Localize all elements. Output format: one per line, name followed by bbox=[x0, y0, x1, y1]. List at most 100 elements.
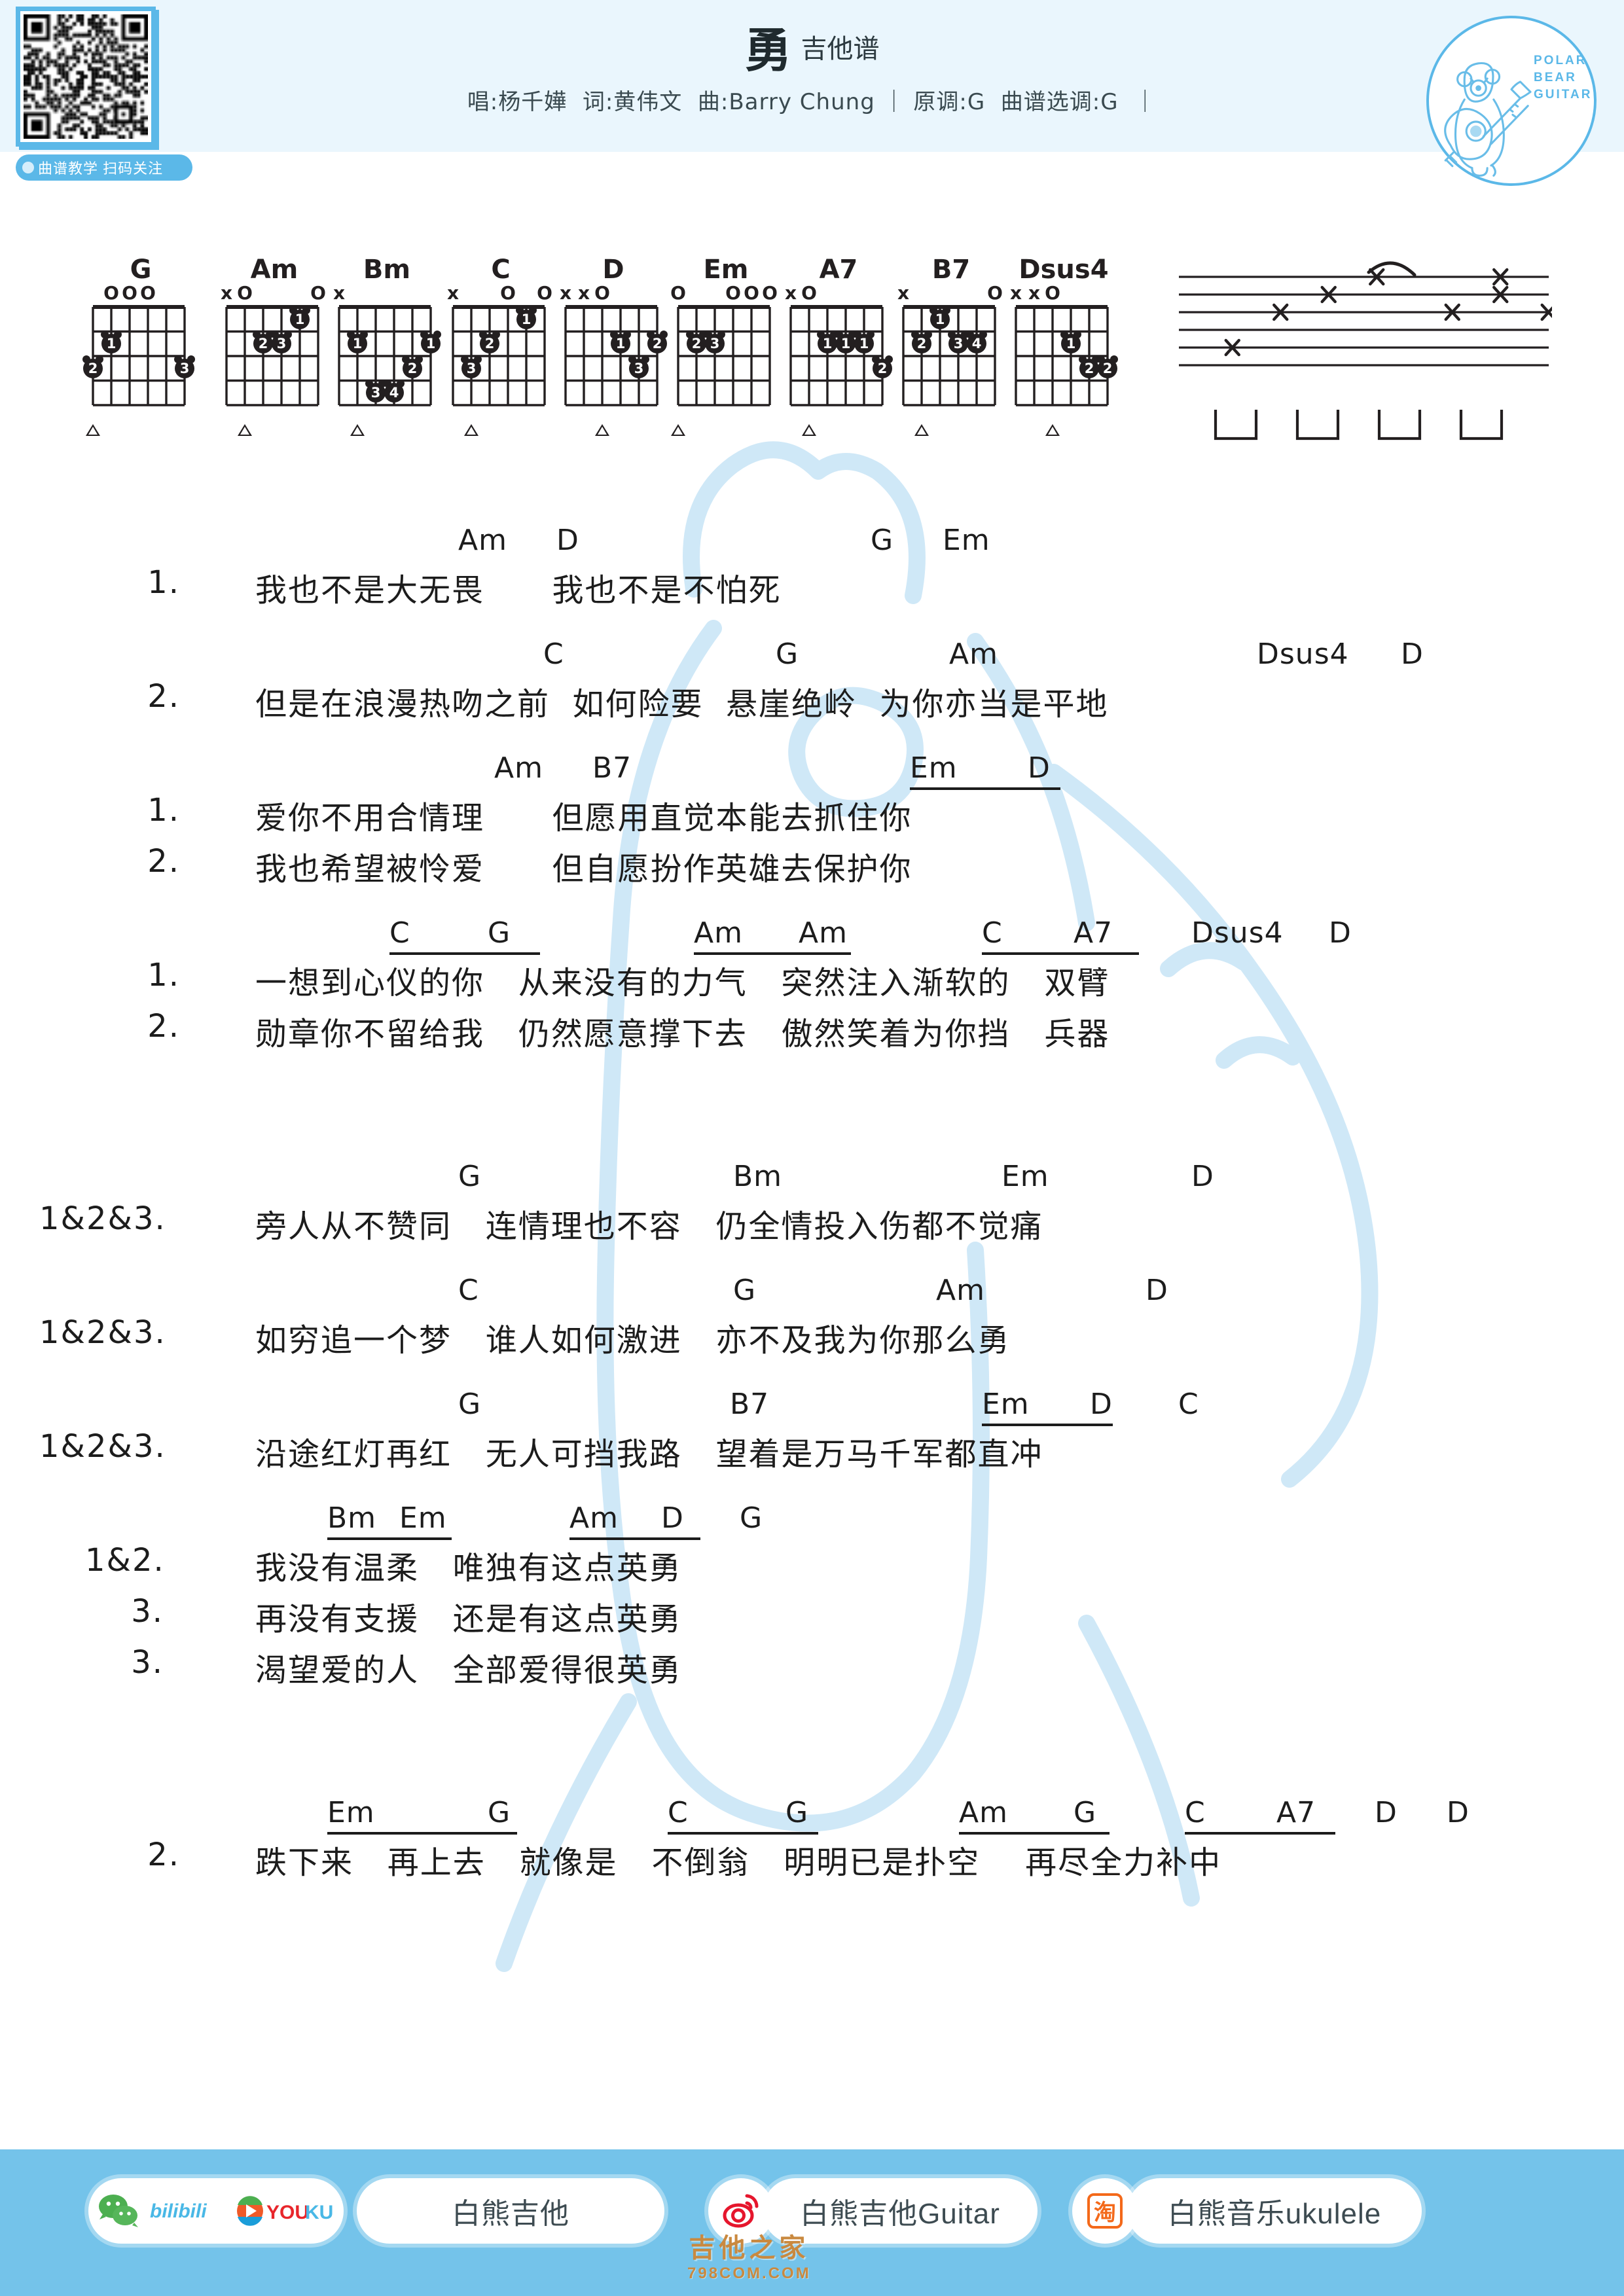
open-string-icon: O bbox=[801, 282, 817, 304]
chord-label: B7 bbox=[592, 751, 632, 785]
qr-block[interactable]: 曲谱教学 扫码关注 bbox=[16, 7, 192, 181]
site-watermark-line1: 吉他之家 bbox=[689, 2234, 810, 2263]
chord-label: G bbox=[733, 1274, 757, 1307]
open-string-icon: O bbox=[500, 282, 516, 304]
line-spacer bbox=[0, 1059, 1624, 1081]
lyric-text: 如穷追一个梦 谁人如何激进 亦不及我为你那么勇 bbox=[255, 1322, 1011, 1359]
open-string-icon: O bbox=[537, 282, 552, 304]
muted-string-icon: x bbox=[784, 282, 797, 304]
finger-dot: 3 bbox=[628, 355, 649, 378]
finger-dot: 4 bbox=[384, 380, 405, 403]
svg-text:bilibili: bilibili bbox=[150, 2200, 207, 2222]
lyric-text: 再没有支援 还是有这点英勇 bbox=[255, 1601, 682, 1638]
verse-number-label: 3. bbox=[131, 1593, 164, 1630]
lyric-line: 3.渴望爱的人 全部爱得很英勇 bbox=[0, 1644, 1624, 1695]
finger-dot: 3 bbox=[948, 331, 969, 354]
finger-dot: 1 bbox=[101, 331, 122, 354]
root-note-marker bbox=[1045, 424, 1060, 436]
song-subtitle: 吉他谱 bbox=[801, 34, 880, 63]
finger-dot: 1 bbox=[1060, 331, 1081, 354]
taobao-icon-chip[interactable]: 淘 bbox=[1072, 2178, 1138, 2244]
svg-text:YOU: YOU bbox=[266, 2202, 309, 2223]
chord-label: G bbox=[740, 1501, 763, 1535]
song-title: 勇 bbox=[744, 25, 793, 77]
chord-label: D bbox=[1375, 1796, 1398, 1829]
footer-chip-weibo-name[interactable]: 白熊吉他Guitar bbox=[763, 2178, 1038, 2244]
muted-string-icon: x bbox=[1028, 282, 1041, 304]
chord-label: C bbox=[543, 637, 564, 671]
lyric-line: 2.但是在浪漫热吻之前 如何险要 悬崖绝岭 为你亦当是平地 bbox=[0, 678, 1624, 729]
tie-arc bbox=[1367, 261, 1416, 277]
lyric-line: 3. 再没有支援 还是有这点英勇 bbox=[0, 1593, 1624, 1644]
down-stroke-mark bbox=[1459, 410, 1504, 440]
chord-label: D bbox=[1191, 1160, 1214, 1193]
line-spacer bbox=[0, 1479, 1624, 1501]
strum-x-mark bbox=[1444, 303, 1460, 321]
down-stroke-mark bbox=[1214, 410, 1258, 440]
chord-label: D bbox=[1146, 1274, 1168, 1307]
page-footer: bilibili YOU KU 白熊吉他 白熊吉他Guitar 淘 白熊音 bbox=[0, 2149, 1624, 2296]
chord-name: B7 bbox=[931, 255, 971, 285]
finger-dot: 3 bbox=[365, 380, 386, 403]
logo-line-3: GUITAR bbox=[1534, 88, 1593, 101]
open-string-icon: O bbox=[594, 282, 610, 304]
chord-label: C bbox=[458, 1274, 479, 1307]
muted-string-icon: x bbox=[333, 282, 346, 304]
social-icons-chip[interactable]: bilibili YOU KU bbox=[88, 2178, 344, 2244]
lyric-text: 我没有温柔 唯独有这点英勇 bbox=[255, 1550, 682, 1587]
chord-label: G bbox=[785, 1796, 809, 1829]
footer-chip-taobao-name[interactable]: 白熊音乐ukulele bbox=[1127, 2178, 1422, 2244]
lyric-line: 1.爱你不用合情理 但愿用直觉本能去抓住你 bbox=[0, 792, 1624, 843]
chord-name: C bbox=[491, 255, 511, 285]
chord-label: Am bbox=[949, 637, 998, 671]
footer-label-1: 白熊吉他 bbox=[452, 2198, 569, 2230]
chord-label: G bbox=[871, 524, 894, 557]
finger-dot: 1 bbox=[289, 306, 310, 329]
lyric-line: 2.勋章你不留给我 仍然愿意撑下去 傲然笑着为你挡 兵器 bbox=[0, 1008, 1624, 1059]
chord-label: Dsus4 bbox=[1191, 916, 1284, 950]
finger-dot: 1 bbox=[420, 331, 441, 354]
footer-chip-wechat-name[interactable]: 白熊吉他 bbox=[357, 2178, 664, 2244]
chord-name: A7 bbox=[819, 255, 858, 285]
chord-label: A7 bbox=[1276, 1796, 1316, 1829]
strum-pattern-diagram bbox=[1179, 261, 1552, 440]
line-spacer bbox=[0, 729, 1624, 751]
open-string-icon: O bbox=[140, 282, 156, 304]
open-string-icon: O bbox=[762, 282, 778, 304]
lyric-text: 一想到心仪的你 从来没有的力气 突然注入渐软的 双臂 bbox=[255, 965, 1110, 1001]
chord-name: Em bbox=[703, 255, 749, 285]
verse-number-label: 1&2. bbox=[85, 1542, 165, 1579]
finger-dot: 1 bbox=[347, 331, 368, 354]
finger-dot: 2 bbox=[911, 331, 932, 354]
credits-line: 唱:杨千嬅 词:黄伟文 曲:Barry Chung ｜ 原调:G 曲谱选调:G … bbox=[0, 84, 1624, 116]
chord-label: G bbox=[458, 1160, 482, 1193]
finger-dot: 2 bbox=[1079, 355, 1100, 378]
title-area: 勇吉他谱 bbox=[0, 12, 1624, 81]
logo-wordmark: POLAR BEAR GUITAR bbox=[1534, 52, 1606, 103]
finger-dot: 2 bbox=[647, 331, 668, 354]
open-string-icon: O bbox=[744, 282, 759, 304]
line-spacer bbox=[0, 1251, 1624, 1274]
down-stroke-mark bbox=[1377, 410, 1422, 440]
chord-label: C bbox=[1178, 1388, 1199, 1421]
root-note-marker bbox=[595, 424, 609, 436]
finger-dot: 2 bbox=[872, 355, 893, 378]
open-string-icon: O bbox=[237, 282, 253, 304]
verse-number-label: 1&2&3. bbox=[39, 1200, 166, 1237]
